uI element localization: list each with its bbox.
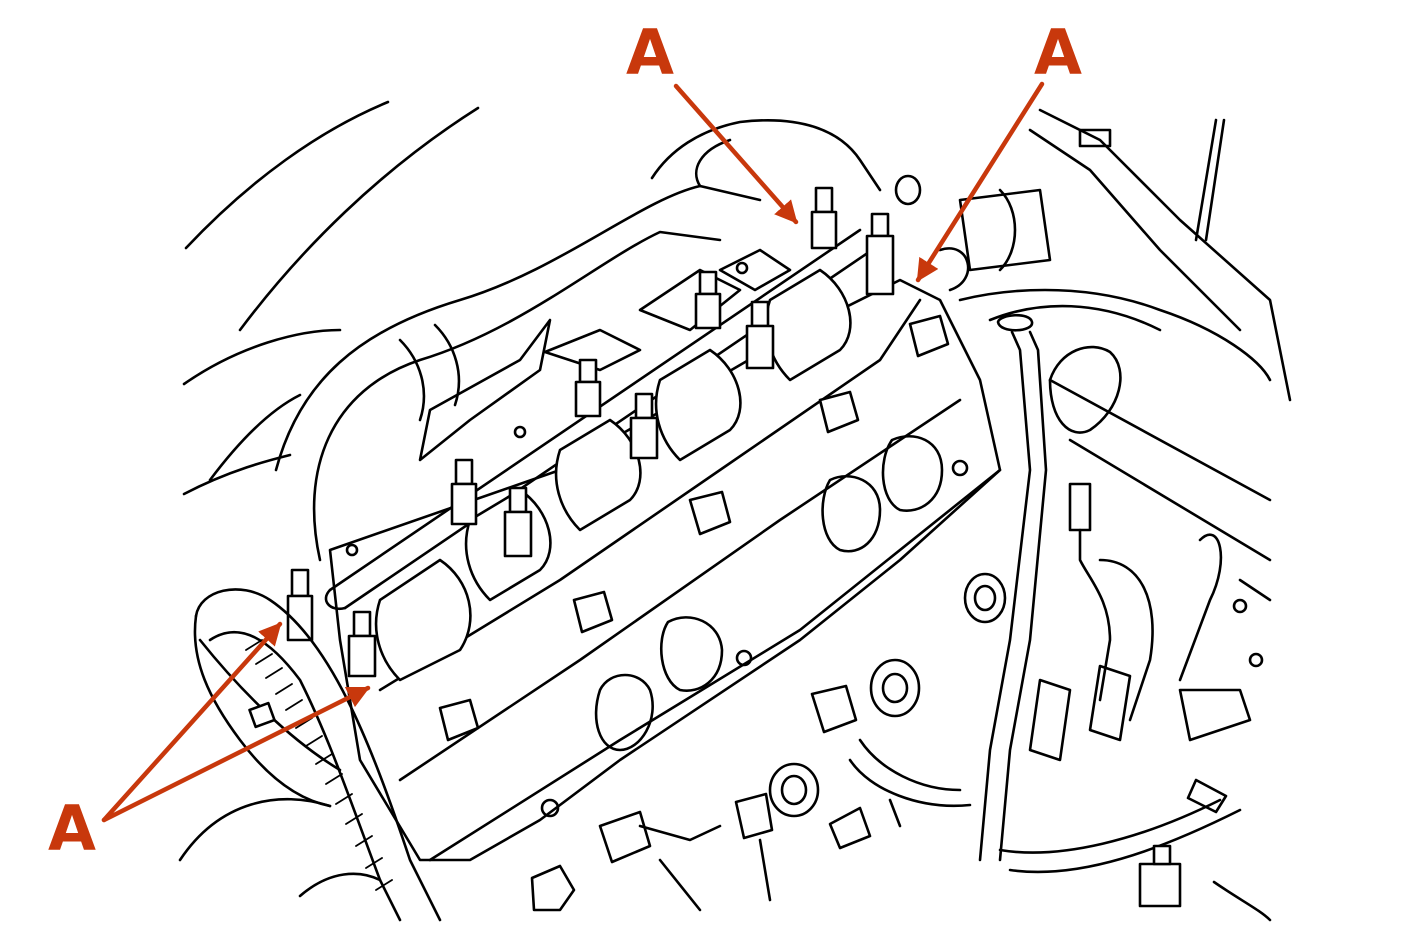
cam-lobes [374,268,852,682]
callout-arrows [101,81,1045,823]
lower-harness [638,738,972,912]
arrow-top-right [915,81,1045,283]
cylinder-head-block [328,248,1002,862]
upper-hose [274,119,882,562]
arrow-bottom-left-lower [101,685,371,823]
right-side-components [938,108,1292,922]
arrow-top-left [673,83,799,225]
timing-belt-sprocket [178,588,442,922]
callout-label-top-right: A [1034,16,1082,89]
background-body-lines [182,100,480,496]
callout-label-top-left: A [626,16,674,89]
arrow-bottom-left-upper [101,621,283,823]
head-ports [594,174,1007,818]
head-bolts [345,261,969,912]
callout-label-bottom-left: A [48,792,96,865]
